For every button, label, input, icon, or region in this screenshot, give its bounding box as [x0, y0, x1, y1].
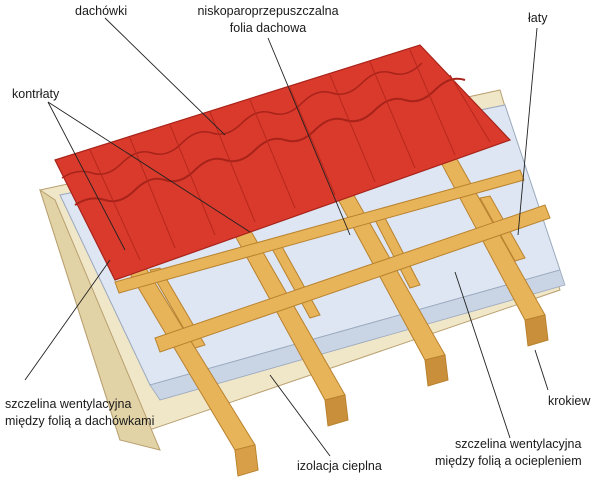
label-szczelina-ocieplenie-line1: szczelina wentylacyjna — [455, 437, 581, 451]
label-dachowki: dachówki — [75, 4, 127, 18]
label-izolacja: izolacja cieplna — [297, 459, 382, 473]
battens — [114, 169, 551, 353]
label-szczelina-folia-line1: szczelina wentylacyjna — [5, 397, 131, 411]
batten-1 — [154, 204, 551, 353]
label-laty: łaty — [528, 11, 548, 25]
roof-tiles — [54, 44, 512, 281]
label-szczelina-ocieplenie-line2: między folią a ociepleniem — [435, 454, 582, 468]
leader-lines — [24, 17, 549, 457]
label-krokiew: krokiew — [548, 394, 591, 408]
batten-2 — [114, 169, 525, 294]
label-folia-line2: folia dachowa — [230, 21, 306, 35]
labels: dachówki niskoparoprzepuszczalna folia d… — [5, 4, 591, 473]
label-szczelina-folia-line2: między folią a dachówkami — [5, 414, 154, 428]
label-kontrlaty: kontrłaty — [12, 87, 60, 101]
label-folia-line1: niskoparoprzepuszczalna — [197, 4, 338, 18]
